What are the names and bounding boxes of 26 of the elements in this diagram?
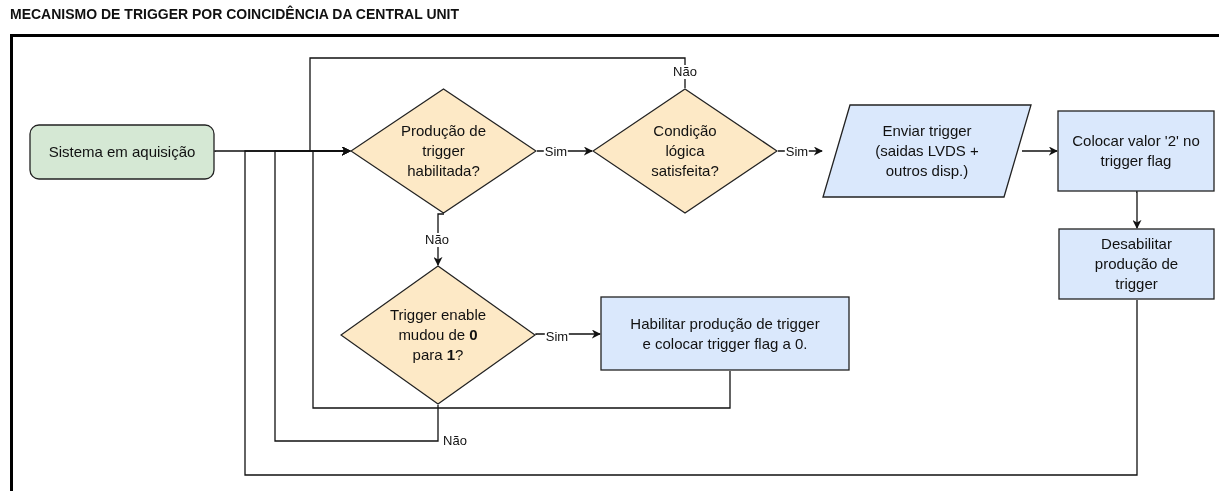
- diagram-title: MECANISMO DE TRIGGER POR COINCIDÊNCIA DA CENTRAL UNIT: [10, 7, 460, 21]
- process-box: [1057, 110, 1215, 192]
- edge-label: Não: [424, 233, 450, 247]
- node-text: Condição lógica satisfeita?: [650, 121, 720, 181]
- connector-arrow: [1132, 191, 1142, 229]
- node-text: Produção de trigger habilitada?: [399, 121, 488, 181]
- node-text: Trigger enable mudou de 0 para 1?: [388, 305, 488, 365]
- decision-diamond: [340, 265, 536, 405]
- edge-label: Sim: [543, 145, 569, 159]
- output-parallelogram: [822, 104, 1032, 198]
- start-box: [29, 124, 215, 180]
- node-text: Desabilitar produção de trigger: [1093, 234, 1180, 294]
- connector-arrow: [244, 146, 1138, 476]
- process-box: [600, 296, 850, 371]
- edge-label: Sim: [544, 330, 570, 344]
- edge-label: Sim: [784, 145, 810, 159]
- node-text: Colocar valor '2' no trigger flag: [1071, 131, 1201, 171]
- node-text: Enviar trigger (saidas LVDS + outros disp.): [874, 121, 980, 181]
- connector-arrow: [1021, 146, 1058, 156]
- node-text: Sistema em aquisição: [48, 142, 196, 162]
- edge-label: Não: [672, 65, 698, 79]
- decision-diamond: [350, 88, 537, 214]
- edge-label: Não: [442, 434, 468, 448]
- node-text: Habilitar produção de trigger e colocar trigger flag a 0.: [629, 313, 821, 354]
- decision-diamond: [592, 88, 778, 214]
- process-box: [1058, 228, 1215, 300]
